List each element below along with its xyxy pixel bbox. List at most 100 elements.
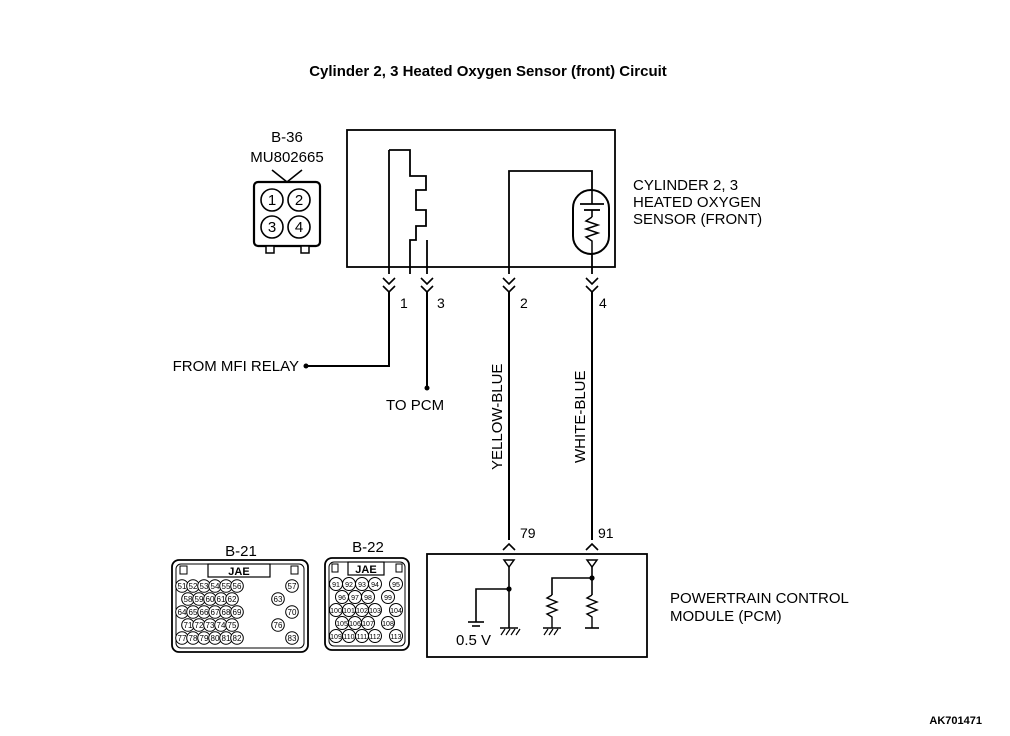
cavity-number: 101 xyxy=(343,608,355,615)
cavity-number: 70 xyxy=(288,608,297,617)
to-pcm-label: TO PCM xyxy=(386,397,444,414)
wire-pin-number: 1 xyxy=(400,295,408,311)
sensor-label-line: CYLINDER 2, 3 xyxy=(633,177,738,194)
cavity-number: 106 xyxy=(349,621,361,628)
cavity-number: 102 xyxy=(356,608,368,615)
cavity-number: 68 xyxy=(222,608,231,617)
connector-id: B-22 xyxy=(352,539,384,556)
connector-cavity xyxy=(368,577,382,591)
wire-pin-number: 4 xyxy=(599,295,607,311)
connector-id: B-36 xyxy=(271,129,303,146)
cavity-number: 111 xyxy=(357,634,368,641)
cavity-number: 81 xyxy=(222,634,231,643)
cavity-number: 83 xyxy=(288,634,297,643)
cavity-number: 74 xyxy=(217,621,226,630)
sensor-connector-b36: B-36 MU802665 1 2 3 4 xyxy=(250,129,324,254)
pcm-label-line: MODULE (PCM) xyxy=(670,608,782,625)
connector-cavity xyxy=(361,616,375,630)
pcm-label-line: POWERTRAIN CONTROL xyxy=(670,590,849,607)
cavity-number: 62 xyxy=(228,595,237,604)
cavity-number: 113 xyxy=(390,634,401,641)
cavity-number: 73 xyxy=(206,621,215,630)
connector-maker: JAE xyxy=(228,566,249,578)
connector-id: B-21 xyxy=(225,543,257,560)
cavity-label: 3 xyxy=(268,219,276,236)
cavity-number: 76 xyxy=(274,621,283,630)
pcm-terminal-number: 91 xyxy=(598,525,614,541)
connector-cavity xyxy=(225,592,239,606)
connector-cavity xyxy=(285,605,299,619)
cavity-number: 52 xyxy=(189,582,198,591)
connector-cavity xyxy=(271,592,285,606)
cavity-number: 64 xyxy=(178,608,187,617)
cavity-number: 82 xyxy=(233,634,242,643)
figure-code: AK701471 xyxy=(929,715,982,727)
cavity-number: 94 xyxy=(371,582,379,589)
from-mfi-relay-label: FROM MFI RELAY xyxy=(173,358,299,375)
connector-maker: JAE xyxy=(355,564,376,576)
cavity-number: 58 xyxy=(184,595,193,604)
wire-pin-number: 3 xyxy=(437,295,445,311)
sensor-label-line: SENSOR (FRONT) xyxy=(633,211,762,228)
pcm-terminal-number: 79 xyxy=(520,525,536,541)
sensor-label-line: HEATED OXYGEN xyxy=(633,194,761,211)
connector-cavity xyxy=(285,631,299,645)
harness-connector-symbols xyxy=(382,277,599,294)
connector-cavity xyxy=(368,603,382,617)
wire-pin3-to-pcm: TO PCM xyxy=(386,292,444,414)
cavity-number: 104 xyxy=(390,608,402,615)
cavity-number: 78 xyxy=(189,634,198,643)
connector-part-number: MU802665 xyxy=(250,149,323,166)
cavity-number: 96 xyxy=(338,595,346,602)
wire-color-label: WHITE-BLUE xyxy=(572,370,589,463)
connector-cavity xyxy=(271,618,285,632)
cavity-number: 57 xyxy=(288,582,297,591)
cavity-number: 56 xyxy=(233,582,242,591)
cavity-number: 103 xyxy=(369,608,381,615)
connector-cavity xyxy=(225,618,239,632)
cavity-number: 108 xyxy=(382,621,394,628)
cavity-label: 2 xyxy=(295,192,303,209)
connector-cavity xyxy=(389,629,403,643)
bias-voltage-label: 0.5 V xyxy=(456,632,491,649)
oxygen-sensor-block: CYLINDER 2, 3 HEATED OXYGEN SENSOR (FRON… xyxy=(346,129,762,274)
connector-cavity xyxy=(230,579,244,593)
cavity-number: 69 xyxy=(233,608,242,617)
connector-cavity xyxy=(389,603,403,617)
cavity-number: 63 xyxy=(274,595,283,604)
cavity-number: 75 xyxy=(228,621,237,630)
cavity-number: 109 xyxy=(330,634,342,641)
cavity-number: 97 xyxy=(351,595,359,602)
connector-cavity xyxy=(230,631,244,645)
connector-cavity xyxy=(285,579,299,593)
cavity-number: 107 xyxy=(362,621,374,628)
cavity-number: 66 xyxy=(200,608,209,617)
cavity-number: 91 xyxy=(332,582,340,589)
wire-color-label: YELLOW-BLUE xyxy=(489,364,506,470)
cavity-number: 99 xyxy=(384,595,392,602)
connector-cavity xyxy=(368,629,382,643)
diagram-title: Cylinder 2, 3 Heated Oxygen Sensor (fron… xyxy=(309,63,667,80)
cavity-number: 80 xyxy=(211,634,220,643)
cavity-number: 59 xyxy=(195,595,204,604)
wire-pin-number: 2 xyxy=(520,295,528,311)
connector-cavity xyxy=(381,590,395,604)
wire-pin2-yellow-blue: YELLOW-BLUE 79 xyxy=(489,292,536,551)
wire-pin4-white-blue: WHITE-BLUE 91 xyxy=(572,292,614,551)
cavity-label: 1 xyxy=(268,192,276,209)
cavity-number: 61 xyxy=(217,595,226,604)
cavity-number: 112 xyxy=(369,634,380,641)
pcm-block: 0.5 V POWERTRAIN CONTROL MODULE (PCM) xyxy=(426,553,849,658)
wire-pin1-mfi-relay: FROM MFI RELAY xyxy=(173,292,390,375)
cavity-number: 95 xyxy=(392,582,400,589)
cavity-number: 54 xyxy=(211,582,220,591)
cavity-number: 60 xyxy=(206,595,215,604)
connector-cavity xyxy=(361,590,375,604)
connector-cavity xyxy=(389,577,403,591)
cavity-number: 92 xyxy=(345,582,353,589)
cavity-number: 79 xyxy=(200,634,209,643)
cavity-number: 51 xyxy=(178,582,187,591)
cavity-number: 55 xyxy=(222,582,231,591)
cavity-number: 71 xyxy=(184,621,193,630)
